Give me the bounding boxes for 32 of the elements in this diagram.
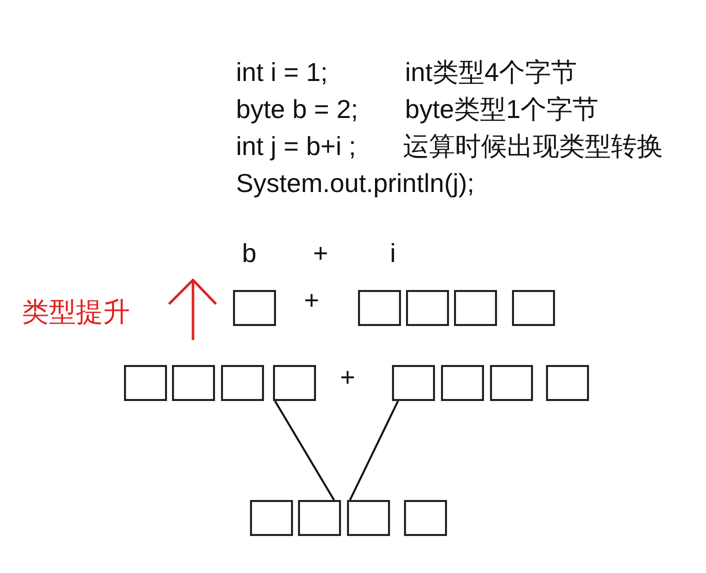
plus-sign: + bbox=[340, 362, 356, 392]
byte-box bbox=[490, 365, 533, 401]
byte-box bbox=[273, 365, 316, 401]
byte-box bbox=[124, 365, 167, 401]
byte-box bbox=[172, 365, 215, 401]
byte-box bbox=[233, 290, 276, 326]
byte-box bbox=[392, 365, 435, 401]
comment-text: int类型4个字节 bbox=[405, 57, 577, 87]
variable-label: b bbox=[242, 238, 256, 268]
code-line: int i = 1; bbox=[236, 57, 328, 87]
byte-box bbox=[454, 290, 497, 326]
code-line: byte b = 2; bbox=[236, 94, 358, 124]
byte-box bbox=[298, 500, 341, 536]
plus-sign: + bbox=[304, 285, 320, 315]
connector-line bbox=[274, 400, 335, 501]
byte-box bbox=[347, 500, 390, 536]
byte-box bbox=[406, 290, 449, 326]
comment-text: 运算时候出现类型转换 bbox=[403, 131, 663, 161]
byte-box bbox=[404, 500, 447, 536]
code-line: int j = b+i ; bbox=[236, 131, 356, 161]
byte-box bbox=[250, 500, 293, 536]
plus-sign: + bbox=[313, 238, 328, 268]
byte-box bbox=[221, 365, 264, 401]
byte-box bbox=[546, 365, 589, 401]
annotation-text: 类型提升 bbox=[22, 297, 130, 327]
connector-line bbox=[349, 400, 399, 500]
byte-box bbox=[512, 290, 555, 326]
byte-box bbox=[441, 365, 484, 401]
byte-box bbox=[358, 290, 401, 326]
comment-text: byte类型1个字节 bbox=[405, 94, 599, 124]
code-line: System.out.println(j); bbox=[236, 168, 474, 198]
variable-label: i bbox=[390, 238, 396, 268]
